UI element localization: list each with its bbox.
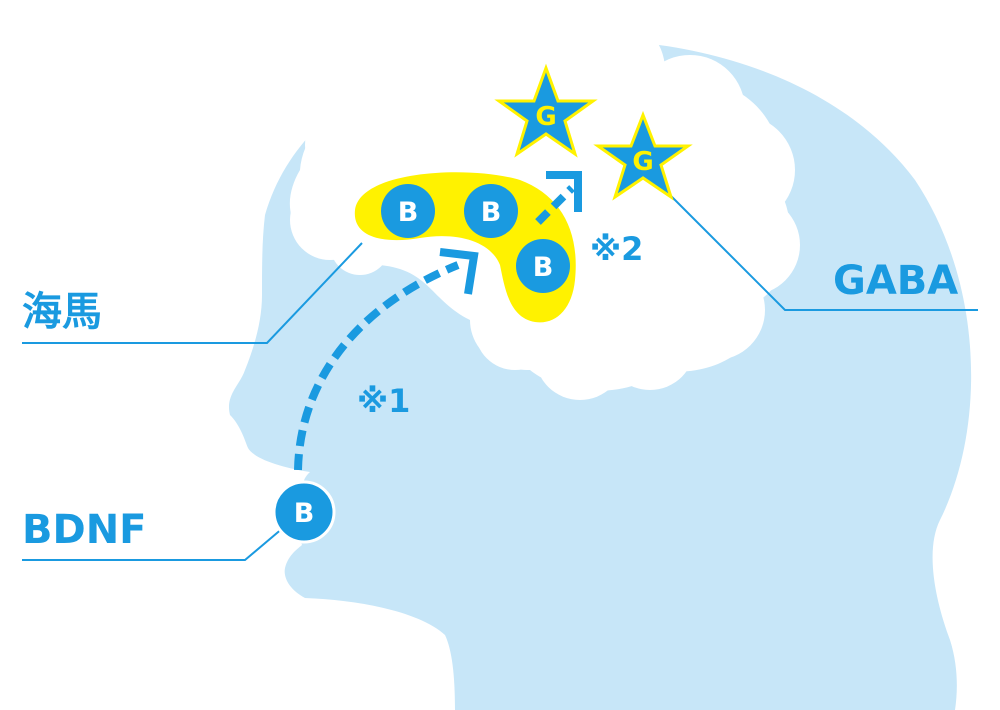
gaba-star-1: G bbox=[494, 63, 598, 158]
gaba-star-1-letter: G bbox=[535, 102, 556, 132]
bdnf-circle-3: B bbox=[516, 239, 570, 293]
note-2: ※2 bbox=[590, 230, 644, 268]
gaba-star-2: G bbox=[593, 110, 693, 201]
arrow-1-path bbox=[294, 261, 460, 471]
bdnf-leader bbox=[22, 521, 291, 561]
bdnf-circle-1-letter: B bbox=[398, 197, 419, 228]
bdnf-circle-1: B bbox=[381, 184, 435, 238]
gaba-label: GABA bbox=[833, 258, 959, 304]
bdnf-circle-2: B bbox=[464, 184, 518, 238]
gaba-leader bbox=[659, 184, 978, 311]
bdnf-circle-3-letter: B bbox=[533, 252, 554, 283]
bdnf-circle-mouth: B bbox=[272, 480, 336, 544]
note-1: ※1 bbox=[357, 382, 411, 420]
bdnf-label: BDNF bbox=[22, 507, 147, 553]
bdnf-circle-mouth-letter: B bbox=[294, 498, 315, 529]
hippocampus-leader bbox=[22, 242, 363, 344]
arrow-2-path bbox=[535, 185, 575, 225]
arrow-2-head bbox=[546, 171, 582, 212]
bdnf-circle-2-letter: B bbox=[481, 197, 502, 228]
hippocampus-label: 海馬 bbox=[22, 289, 102, 335]
arrow-1-head bbox=[439, 248, 479, 295]
gaba-star-2-letter: G bbox=[632, 147, 653, 177]
